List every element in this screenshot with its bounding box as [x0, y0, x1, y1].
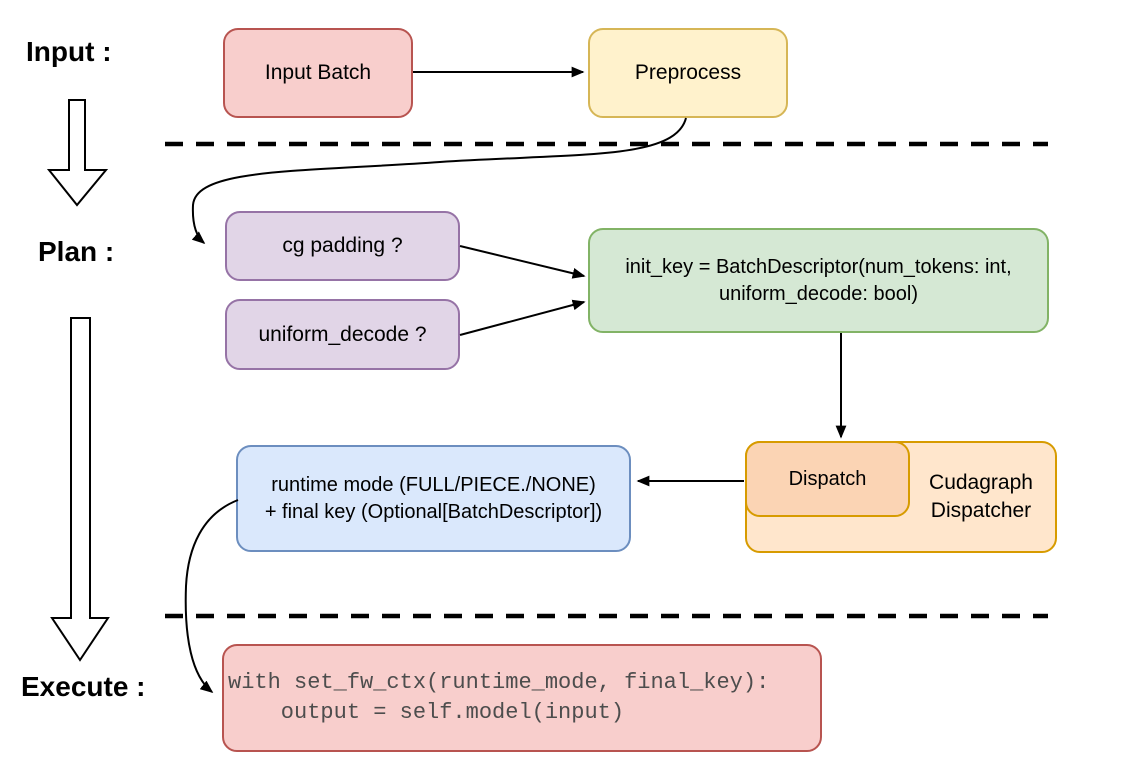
node-preprocess: Preprocess — [588, 28, 788, 118]
node-preprocess-label: Preprocess — [634, 61, 742, 85]
section-label-execute: Execute : — [21, 671, 146, 702]
stage-arrow-plan-to-execute-icon — [50, 317, 110, 662]
node-runtime-mode: runtime mode (FULL/PIECE./NONE) + final … — [236, 445, 631, 552]
arrow-cg-padding-to-init-key — [459, 245, 586, 279]
node-input-batch: Input Batch — [223, 28, 413, 118]
section-label-input: Input : — [26, 36, 112, 67]
stage-arrow-input-to-plan-icon — [46, 99, 109, 207]
node-input-batch-label: Input Batch — [264, 61, 372, 85]
node-uniform-decode-label: uniform_decode ? — [258, 322, 427, 346]
node-init-key: init_key = BatchDescriptor(num_tokens: i… — [588, 228, 1049, 333]
node-execute-code-label: with set_fw_ctx(runtime_mode, final_key)… — [228, 670, 770, 725]
node-runtime-mode-label: runtime mode (FULL/PIECE./NONE) + final … — [264, 474, 603, 523]
node-execute-code: with set_fw_ctx(runtime_mode, final_key)… — [222, 644, 822, 752]
node-dispatch: Dispatch — [745, 441, 910, 517]
node-dispatch-label: Dispatch — [788, 467, 867, 490]
node-cg-padding: cg padding ? — [225, 211, 460, 281]
node-init-key-label: init_key = BatchDescriptor(num_tokens: i… — [625, 256, 1012, 305]
node-cg-padding-label: cg padding ? — [282, 234, 403, 258]
section-label-plan: Plan : — [38, 236, 115, 267]
node-uniform-decode: uniform_decode ? — [225, 299, 460, 370]
node-cudagraph-dispatcher-label: Cudagraph Dispatcher — [929, 471, 1033, 522]
arrow-uniform-decode-to-init-key — [459, 299, 586, 336]
